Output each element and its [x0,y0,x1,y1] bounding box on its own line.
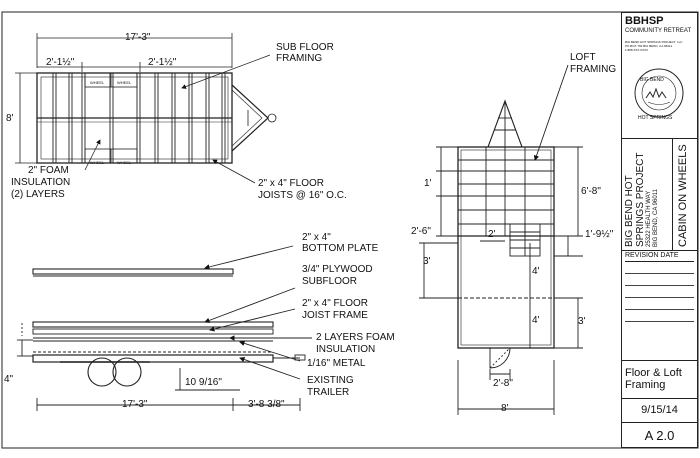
company-name: BBHSP [625,15,664,27]
project-divider [672,139,673,251]
sheet-title-panel: Floor & Loft Framing [622,360,697,398]
sec-note-6b: TRAILER [307,387,350,398]
sec-note-3b: JOIST FRAME [302,310,368,321]
project-title: BIG BEND HOT SPRINGS PROJECT 25322 HEALT… [624,152,659,247]
company-address: BIG BEND HOT SPRINGS PROJECT, LLC PO BOX… [625,40,683,52]
note-loft-1: LOFT [570,52,596,63]
project-name: CABIN ON WHEELS [677,144,689,247]
plan-view [15,33,277,184]
note-subfloor-1: SUB FLOOR [276,42,334,53]
wheel-label-2: WHEEL [117,80,132,85]
plan-right-bay: 2'-1½" [148,57,177,68]
sec-note-3a: 2" x 4" FLOOR [302,298,369,309]
sec-note-4a: 2 LAYERS FOAM [316,332,395,343]
revision-label: REVISION DATE [625,252,679,259]
sec-note-2a: 3/4" PLYWOOD [302,264,373,275]
wheel-label-3: WHEEL [90,160,105,165]
loft-dim-left-1: 1' [424,178,432,189]
note-joists-2: JOISTS @ 16" O.C. [258,190,347,201]
date-panel: 9/15/14 [622,398,697,422]
sec-note-5: 1/16" METAL [307,358,366,369]
sec-dim-height: 4" [4,374,14,385]
loft-dim-door: 2'-8" [493,378,513,389]
sec-note-1a: 2" x 4" [302,232,331,243]
note-foam-1: 2" FOAM [28,165,69,176]
sec-dim-axle: 10 9/16" [185,377,222,388]
sheet-date: 9/15/14 [641,404,678,416]
sec-dim-length: 17'-3" [122,399,148,410]
plan-left-bay: 2'-1½" [46,57,75,68]
wheel-label-1: WHEEL [90,80,105,85]
wheel-label-4: WHEEL [117,160,132,165]
note-foam-3: (2) LAYERS [11,189,65,200]
plan-overall-length: 17'-3" [125,32,151,43]
company-subtitle: COMMUNITY RETREAT [625,28,692,34]
loft-dim-left-3: 3' [423,256,431,267]
sec-note-4b: INSULATION [316,344,376,355]
company-logo [634,68,684,118]
sheet-border [1,11,699,449]
loft-dim-right-3: 3' [578,316,586,327]
loft-dim-left-2: 2'-6" [411,226,431,237]
sec-note-1b: BOTTOM PLATE [302,243,379,254]
note-subfloor-2: FRAMING [276,53,323,64]
loft-dim-right-1: 6'-8" [581,186,601,197]
revision-panel: REVISION DATE [622,250,697,360]
sheet-title: Floor & Loft Framing [625,367,682,391]
note-joists-1: 2" x 4" FLOOR [258,178,325,189]
plan-width: 8' [6,113,14,124]
loft-view [419,64,583,415]
logo-text-bottom: HOT SPRINGS [638,115,673,121]
loft-dim-inner-3: 4' [532,315,540,326]
logo-text-top: BIG BEND [640,77,664,83]
note-foam-2: INSULATION [11,177,71,188]
sec-note-2b: SUBFLOOR [302,276,358,287]
loft-dim-width: 8' [501,403,509,414]
note-loft-2: FRAMING [570,64,617,75]
sheet-number-panel: A 2.0 [622,422,697,448]
loft-dim-right-2: 1'-9½" [585,229,614,240]
sec-note-6a: EXISTING [307,375,354,386]
sec-dim-tongue: 3'-8 3/8" [248,399,285,410]
loft-dim-inner-2: 4' [532,266,540,277]
sheet-number: A 2.0 [644,428,675,443]
loft-dim-inner-1: 2' [488,229,496,240]
title-block: BBHSP COMMUNITY RETREAT BIG BEND HOT SPR… [621,12,698,448]
section-view [17,245,312,411]
project-panel: BIG BEND HOT SPRINGS PROJECT 25322 HEALT… [622,138,697,251]
